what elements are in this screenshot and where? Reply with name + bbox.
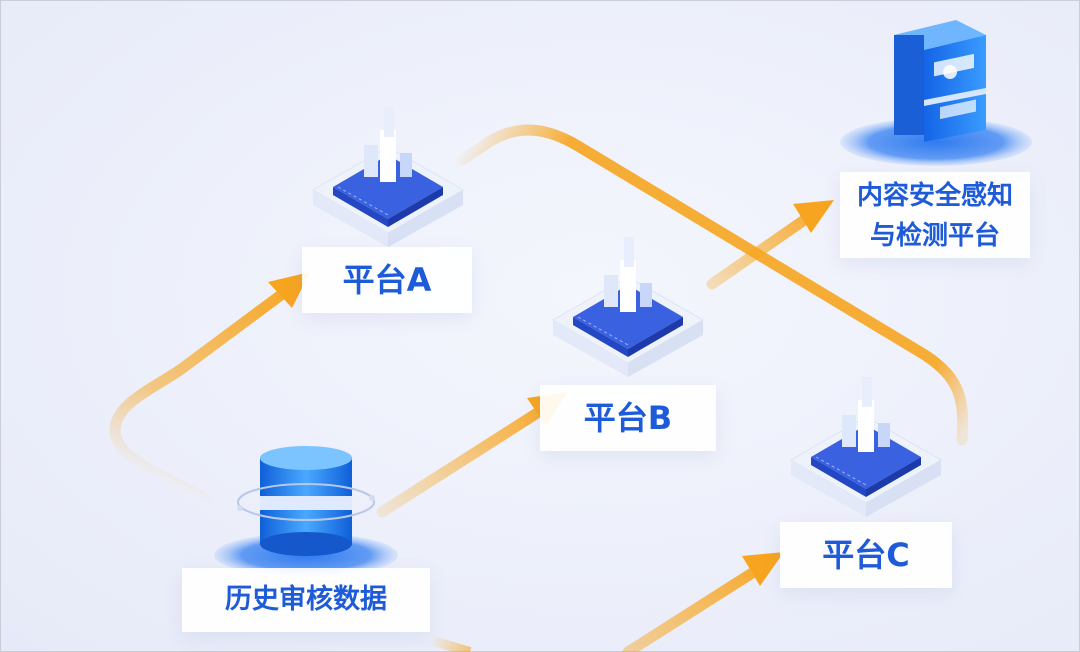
platform-a-label: 平台A bbox=[302, 247, 472, 313]
platform-c-label: 平台C bbox=[780, 522, 952, 588]
server-icon bbox=[840, 20, 1032, 166]
arrow-into-c bbox=[622, 552, 784, 652]
source-label: 历史审核数据 bbox=[182, 568, 430, 632]
platform-c-icon bbox=[789, 377, 943, 517]
target-label-line1: 内容安全感知 bbox=[856, 181, 1013, 211]
platform-b-label: 平台B bbox=[540, 385, 716, 451]
database-icon bbox=[214, 446, 398, 577]
target-label-line2: 与检测平台 bbox=[869, 221, 1000, 251]
platform-b-icon bbox=[551, 237, 705, 377]
arrow-source-to-a bbox=[109, 272, 310, 504]
target-label: 内容安全感知 与检测平台 bbox=[840, 172, 1030, 258]
platform-a-icon bbox=[311, 107, 465, 247]
arrow-source-bottom bbox=[428, 635, 472, 652]
arrow-a-loop-to-c bbox=[456, 124, 969, 446]
